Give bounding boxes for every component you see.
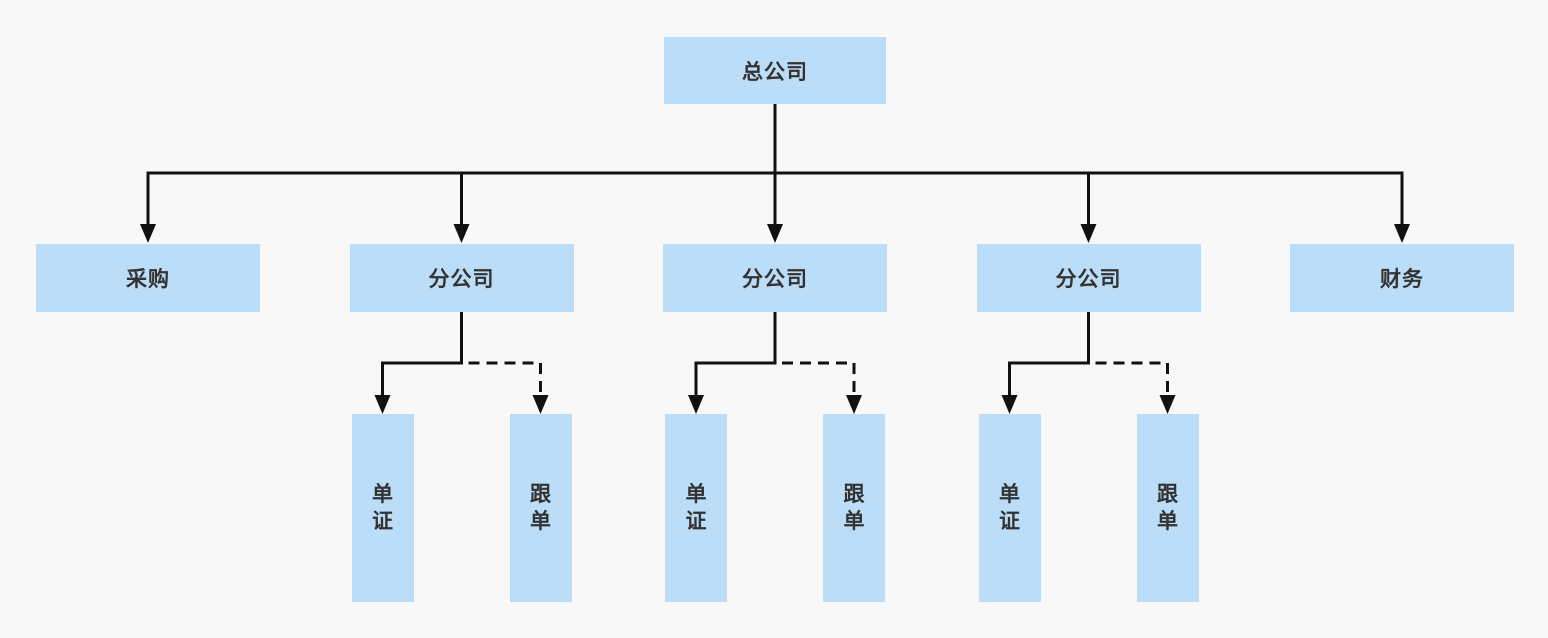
arrowhead-icon	[688, 395, 704, 414]
org-node-order-follow-up-1[interactable]: 跟单	[509, 414, 572, 602]
arrowhead-icon	[1080, 224, 1097, 243]
org-node-label: 跟单	[843, 482, 865, 533]
arrowhead-icon	[374, 395, 391, 414]
org-node-documentation-1[interactable]: 单证	[351, 414, 414, 602]
arrowhead-icon	[1001, 395, 1018, 414]
dashed-child-line	[468, 361, 542, 396]
arrowhead-icon	[1394, 224, 1410, 243]
org-node-branch-3[interactable]: 分公司	[976, 244, 1201, 312]
arrowhead-icon	[532, 395, 549, 414]
org-node-order-follow-up-2[interactable]: 跟单	[823, 414, 885, 602]
arrowhead-icon	[140, 224, 156, 243]
dashed-child-line	[1095, 361, 1169, 396]
org-node-label: 分公司	[428, 268, 495, 291]
org-node-head-office[interactable]: 总公司	[664, 37, 886, 104]
org-node-finance[interactable]: 财务	[1290, 244, 1514, 312]
org-node-documentation-2[interactable]: 单证	[665, 414, 727, 602]
org-node-procurement[interactable]: 采购	[36, 244, 260, 312]
org-node-label: 跟单	[530, 482, 551, 533]
arrowhead-icon	[1159, 395, 1176, 414]
arrowhead-icon	[453, 224, 470, 243]
org-node-label: 单证	[999, 482, 1020, 533]
org-node-label: 财务	[1380, 268, 1424, 291]
org-node-branch-1[interactable]: 分公司	[349, 244, 574, 312]
org-node-documentation-3[interactable]: 单证	[978, 414, 1041, 602]
solid-child-line	[381, 312, 463, 396]
solid-child-line	[694, 312, 777, 396]
org-node-label: 采购	[126, 268, 170, 291]
org-node-label: 单证	[685, 482, 707, 533]
arrowhead-icon	[767, 224, 783, 243]
org-node-label: 总公司	[742, 60, 808, 84]
org-node-label: 分公司	[1055, 268, 1122, 291]
arrowhead-icon	[846, 395, 862, 414]
org-node-branch-2[interactable]: 分公司	[663, 244, 887, 312]
org-node-label: 单证	[372, 482, 393, 533]
org-node-label: 分公司	[742, 268, 808, 291]
solid-child-line	[1008, 312, 1090, 396]
org-node-label: 跟单	[1157, 482, 1178, 533]
dashed-child-line	[782, 361, 856, 396]
org-node-order-follow-up-3[interactable]: 跟单	[1136, 414, 1199, 602]
